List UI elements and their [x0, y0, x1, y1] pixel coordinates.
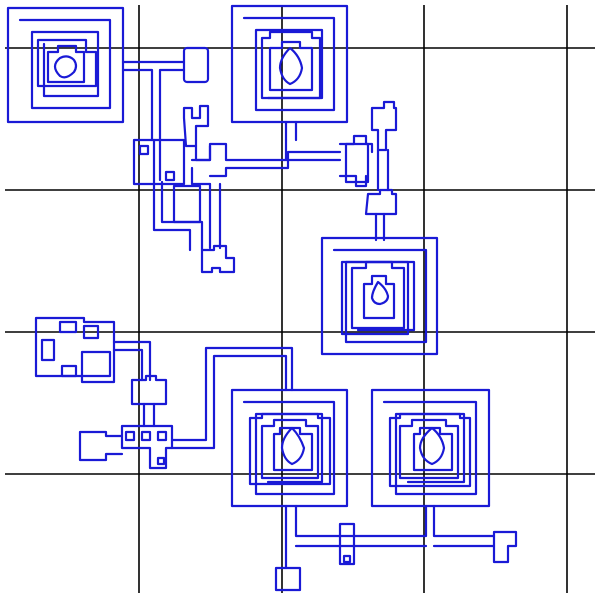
cluster-cell-5 — [60, 364, 78, 378]
cluster-cell-3 — [82, 324, 100, 340]
cluster-door-2 — [140, 430, 152, 442]
chamber-left-block — [132, 138, 186, 186]
cluster-door-3 — [156, 430, 168, 442]
room-top-left-spiral — [6, 6, 125, 124]
grid-lines — [5, 5, 595, 593]
chamber-left-block-inner-1 — [138, 144, 150, 156]
room-middle-right-spiral — [320, 236, 439, 356]
chamber-right-connector — [344, 142, 370, 184]
chamber-bottom-mid-inner — [342, 554, 352, 564]
plan-outlines — [6, 4, 518, 592]
chamber-bottom-mid — [338, 522, 356, 566]
room-bottom-right-spiral — [370, 388, 491, 508]
cluster-cell-2 — [58, 320, 78, 334]
room-left-cluster — [34, 316, 294, 470]
corridor-top-horizontal — [190, 100, 398, 242]
cluster-door-4 — [156, 456, 166, 466]
cluster-door-1 — [124, 430, 136, 442]
corridor-top-left-link — [121, 46, 236, 274]
cluster-cell-4 — [80, 350, 112, 378]
chamber-left-block-inner-2 — [164, 170, 176, 182]
cluster-cell-1 — [40, 338, 56, 362]
corridor-bottom — [274, 504, 518, 592]
chamber-mid-left — [172, 184, 202, 224]
room-top-center-spiral — [230, 4, 349, 142]
chamber-top-small — [182, 46, 210, 84]
room-bottom-center-spiral — [230, 388, 349, 508]
